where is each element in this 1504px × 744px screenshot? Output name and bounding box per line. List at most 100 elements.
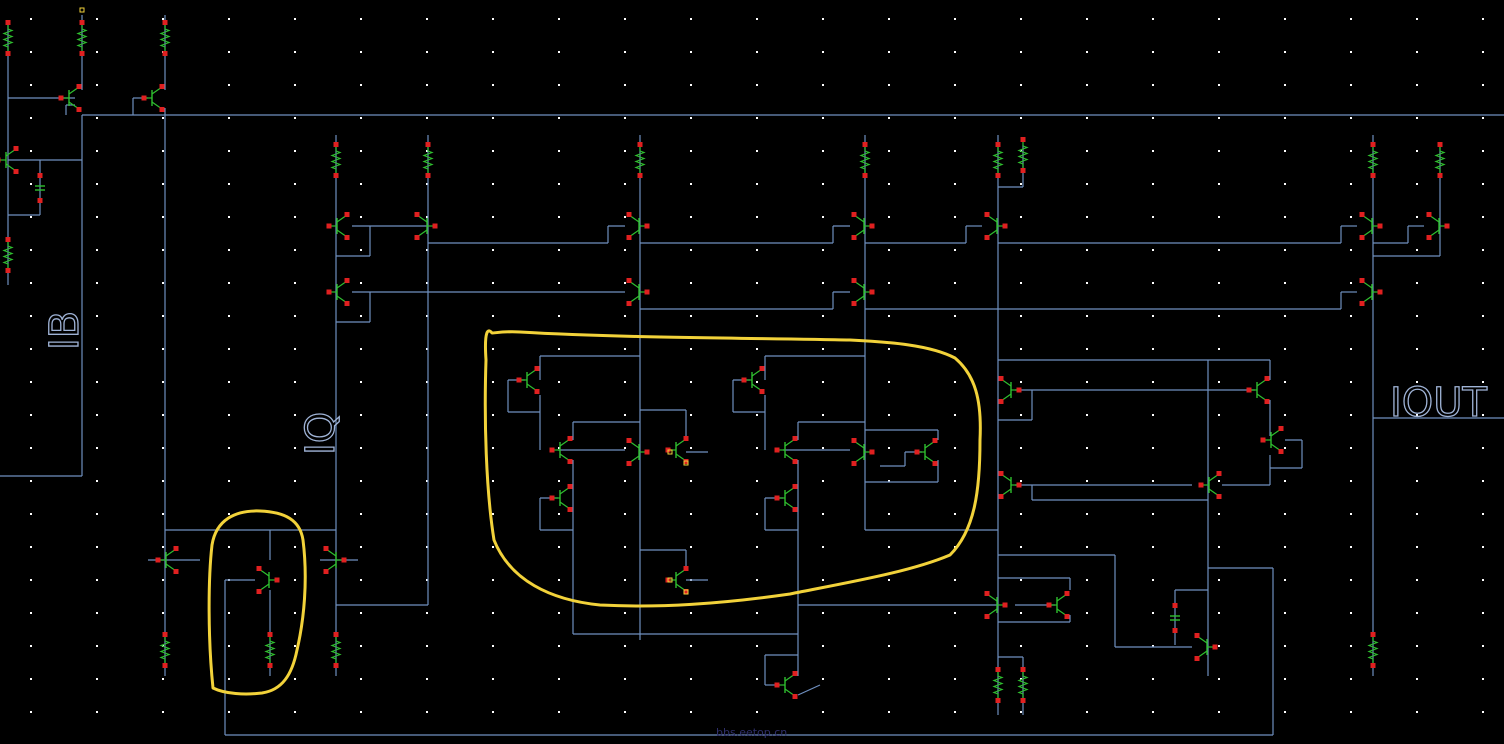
transistor-pin: [567, 484, 573, 489]
grid-dot: [1482, 414, 1484, 416]
grid-dot: [360, 150, 362, 152]
transistor-pin: [534, 389, 540, 394]
grid-dot: [1152, 612, 1154, 614]
grid-dot: [30, 51, 32, 53]
transistor-pin: [851, 301, 857, 306]
grid-dot: [162, 315, 164, 317]
grid-dot: [492, 645, 494, 647]
transistor-pin: [58, 95, 64, 101]
grid-dot: [756, 480, 758, 482]
grid-dot: [1218, 117, 1220, 119]
transistor-pin: [644, 223, 650, 229]
grid-dot: [1218, 183, 1220, 185]
resistor-pin: [333, 173, 339, 178]
grid-dot: [294, 315, 296, 317]
transistor-pin: [326, 289, 332, 295]
transistor-pin: [0, 157, 1, 163]
grid-dot: [492, 84, 494, 86]
grid-dot: [558, 183, 560, 185]
grid-dot: [690, 84, 692, 86]
grid-dot: [228, 711, 230, 713]
grid-dot: [228, 84, 230, 86]
grid-dot: [1218, 513, 1220, 515]
grid-dot: [294, 84, 296, 86]
transistor-pin: [998, 376, 1004, 381]
grid-dot: [558, 513, 560, 515]
grid-dot: [1482, 183, 1484, 185]
grid-dot: [1152, 678, 1154, 680]
grid-dot: [162, 117, 164, 119]
grid-dot: [96, 645, 98, 647]
grid-dot: [756, 84, 758, 86]
transistor-pin: [984, 591, 990, 596]
grid-dot: [1218, 645, 1220, 647]
grid-dot: [1218, 546, 1220, 548]
grid-dot: [690, 711, 692, 713]
grid-dot: [228, 414, 230, 416]
grid-dot: [1218, 480, 1220, 482]
grid-dot: [756, 612, 758, 614]
grid-dot: [822, 579, 824, 581]
grid-dot: [1020, 51, 1022, 53]
capacitors: [35, 173, 1180, 633]
grid-dot: [162, 579, 164, 581]
grid-dot: [30, 282, 32, 284]
grid-dot: [30, 183, 32, 185]
resistor: [634, 142, 646, 178]
transistor: [851, 278, 875, 306]
grid-dot: [1020, 678, 1022, 680]
grid-dot: [822, 51, 824, 53]
resistor: [264, 632, 276, 668]
grid-dot: [1218, 18, 1220, 20]
grid-dot: [624, 612, 626, 614]
grid-dot: [756, 579, 758, 581]
grid-dot: [1218, 579, 1220, 581]
grid-dot: [822, 414, 824, 416]
grid-dot: [1086, 216, 1088, 218]
transistor-pin: [1194, 656, 1200, 661]
grid-dot: [96, 546, 98, 548]
grid-dot: [162, 711, 164, 713]
grid-dot: [228, 249, 230, 251]
grid-dot: [558, 249, 560, 251]
grid-dot: [1086, 282, 1088, 284]
transistor-pin: [1377, 289, 1383, 295]
transistor-pin: [13, 146, 19, 151]
transistor: [58, 84, 82, 112]
grid-dot: [690, 150, 692, 152]
transistor: [998, 471, 1022, 499]
grid-dot: [360, 117, 362, 119]
resistor-pin: [1020, 168, 1026, 173]
grid-dot: [624, 711, 626, 713]
grid-dot: [1086, 513, 1088, 515]
transistor-pin: [644, 289, 650, 295]
transistor-pin: [1377, 223, 1383, 229]
transistor-pin: [792, 694, 798, 699]
resistor-pin: [1020, 698, 1026, 703]
grid-dot: [1218, 381, 1220, 383]
label-iout: IOUT: [1390, 380, 1488, 426]
grid-dot: [1416, 51, 1418, 53]
transistor: [1359, 278, 1383, 306]
grid-dot: [1416, 678, 1418, 680]
transistor-pin: [932, 438, 938, 443]
grid-dot: [492, 612, 494, 614]
resistor-pin: [162, 20, 168, 25]
transistor-pin: [626, 235, 632, 240]
label-ib: IB: [42, 311, 88, 350]
grid-dot: [96, 282, 98, 284]
grid-dot: [624, 18, 626, 20]
resistor: [992, 142, 1004, 178]
transistor-pin: [1016, 387, 1022, 393]
grid-dot: [426, 678, 428, 680]
grid-dot: [228, 381, 230, 383]
grid-dot: [228, 513, 230, 515]
label-iq: IQ: [298, 412, 344, 455]
grid-dot: [1086, 315, 1088, 317]
grid-dot: [1350, 150, 1352, 152]
resistor-pin: [1020, 667, 1026, 672]
annotation-loop-large: [483, 329, 982, 608]
transistor-pin: [1046, 602, 1052, 608]
grid-dot: [1482, 546, 1484, 548]
